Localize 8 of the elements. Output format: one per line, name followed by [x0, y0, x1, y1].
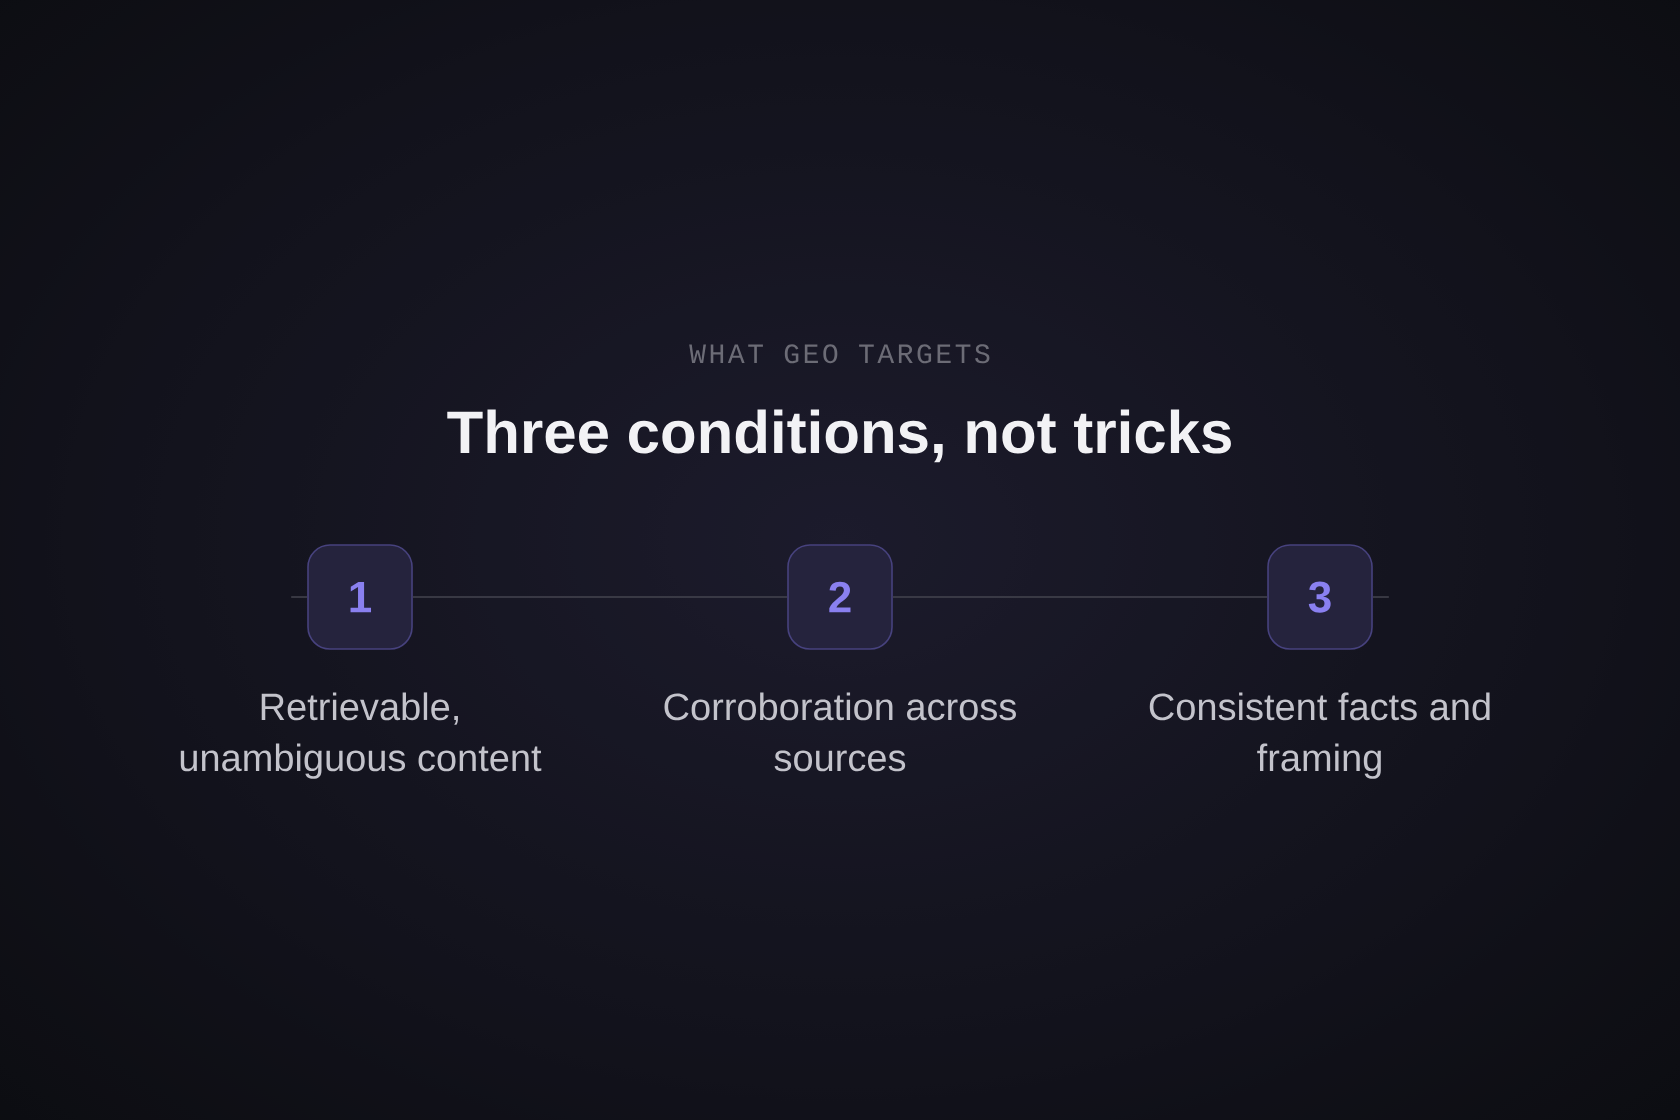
step-description: Retrievable, unambiguous content — [180, 692, 542, 779]
number-box: 3 — [1267, 544, 1373, 650]
number-box: 2 — [787, 544, 893, 650]
heading: Three conditions, not tricks — [447, 409, 1231, 463]
number-box: 1 — [307, 544, 413, 650]
step-description: Corroboration across sources — [664, 692, 1016, 772]
kicker-text: WHAT GEO TARGETS — [689, 344, 990, 364]
step-description: Consistent facts and framing — [1149, 692, 1490, 779]
